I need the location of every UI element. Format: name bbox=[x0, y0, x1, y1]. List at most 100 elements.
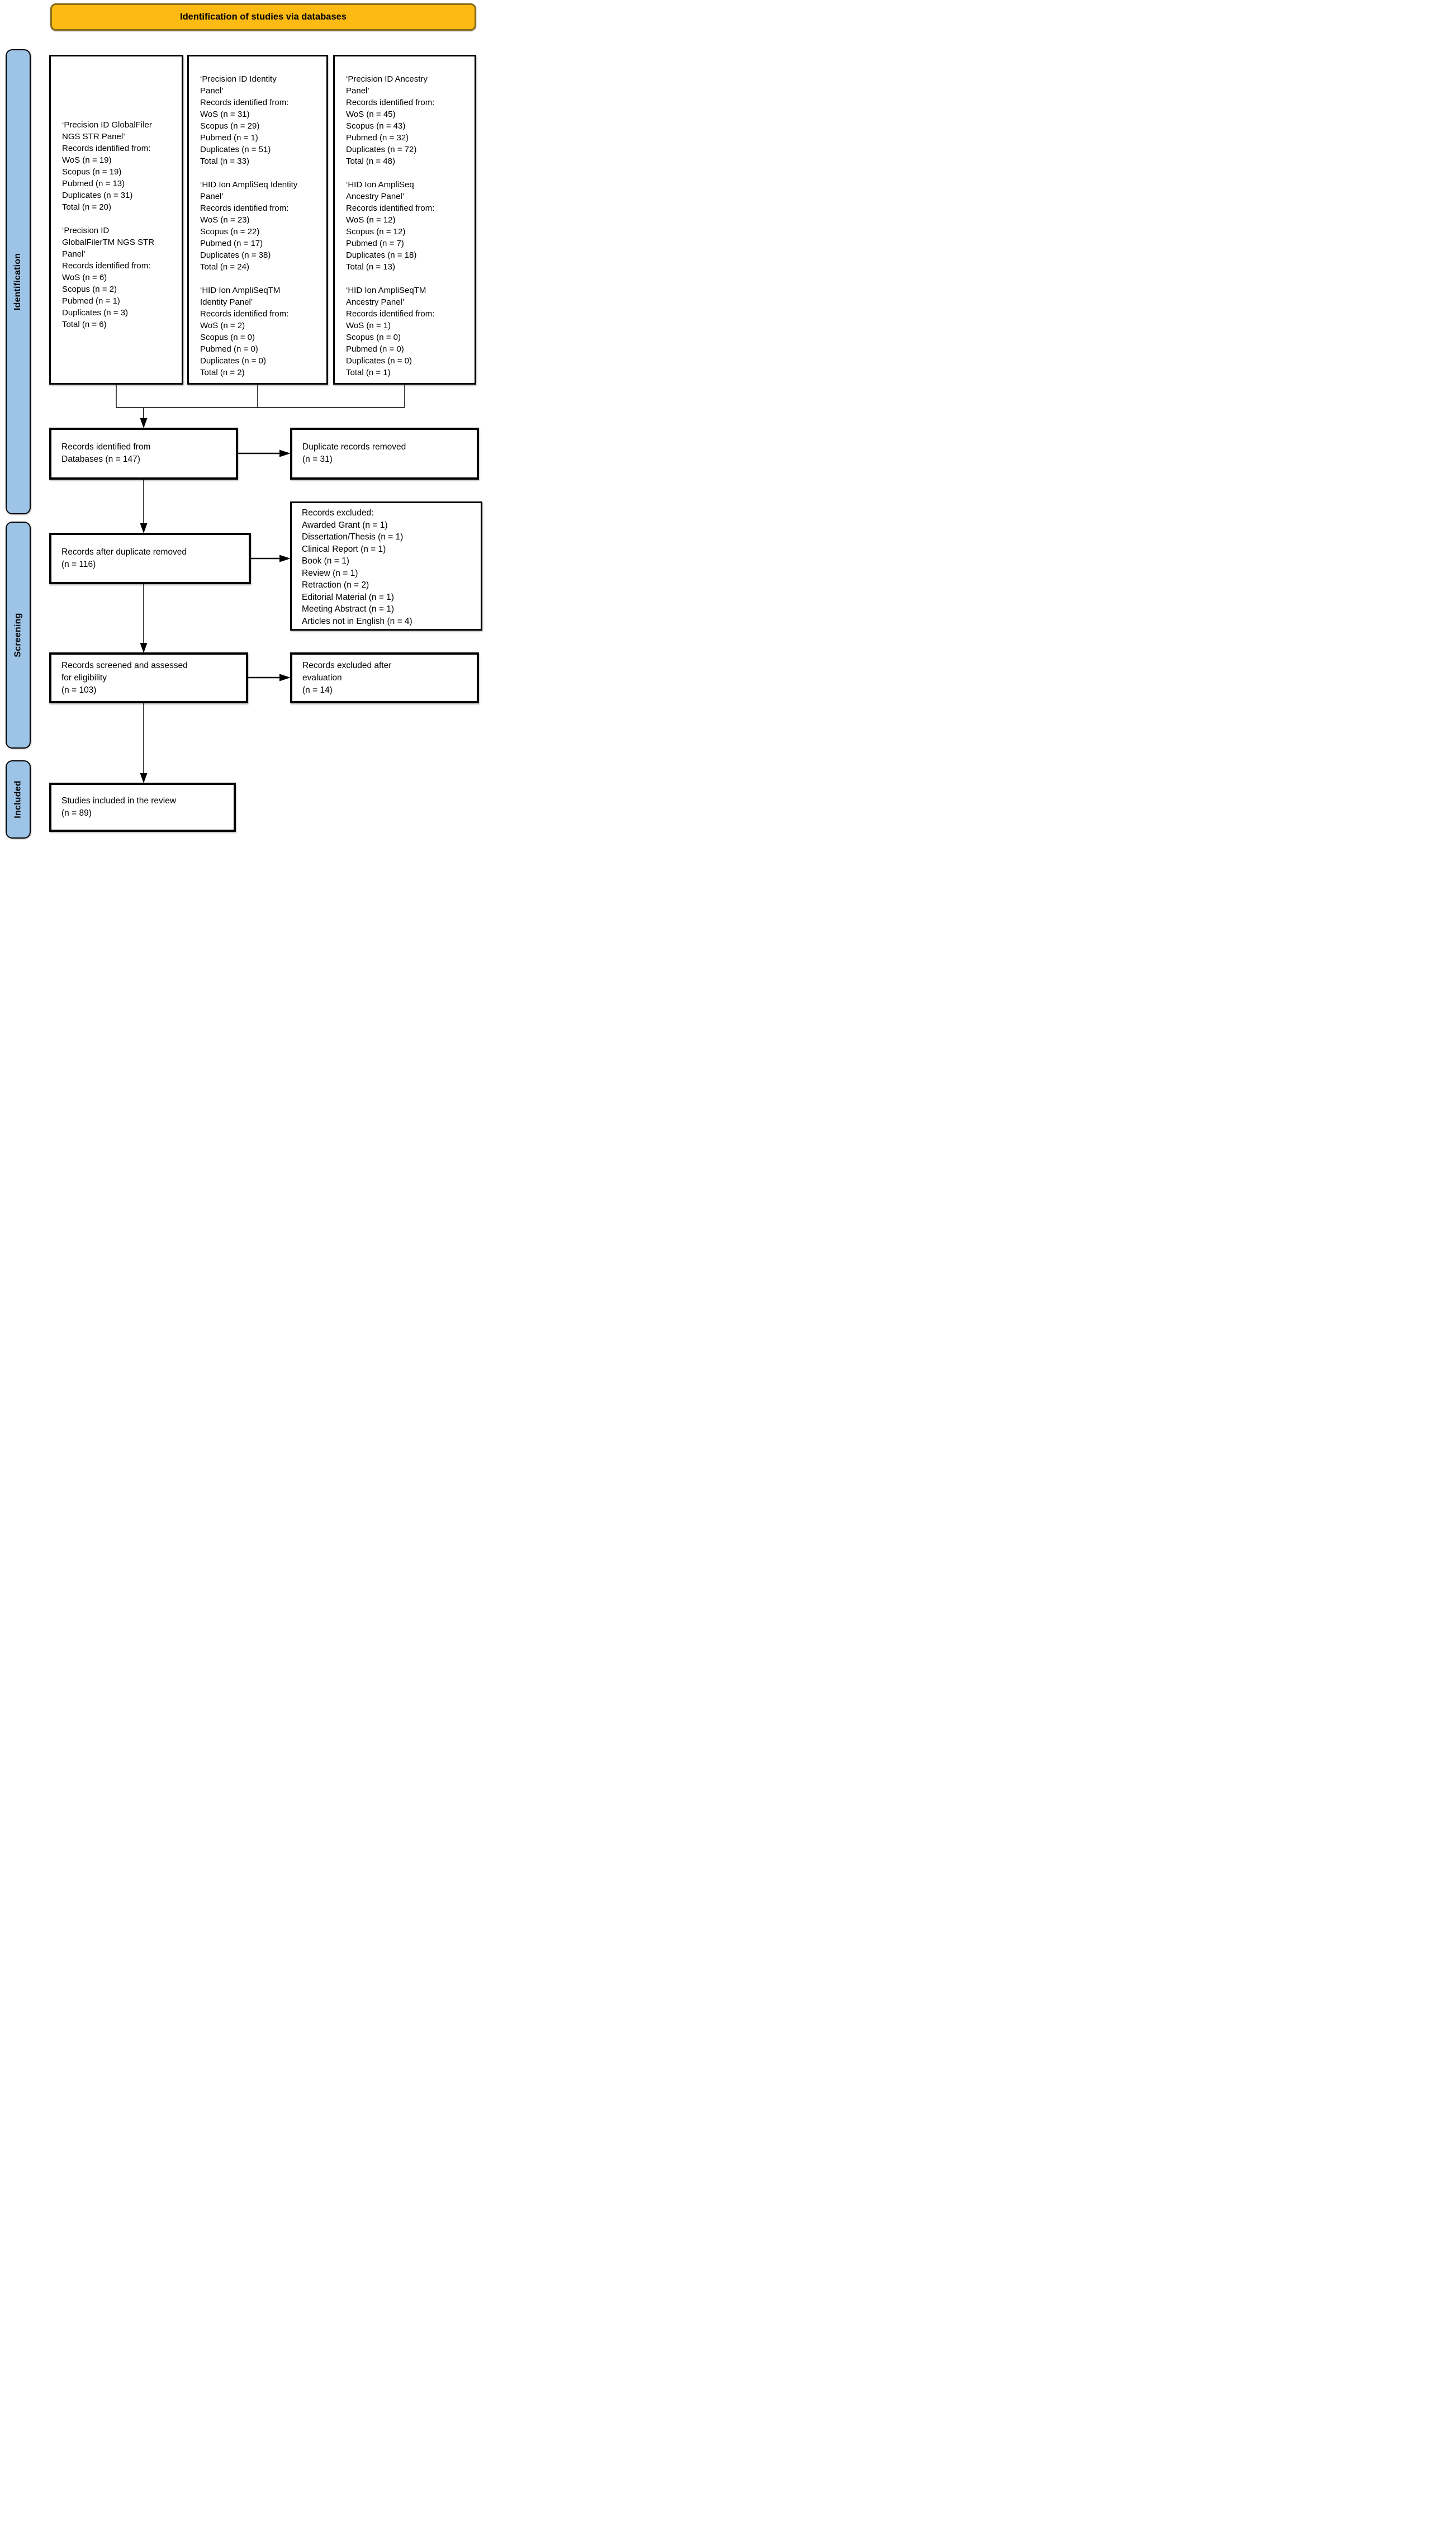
text-line bbox=[62, 213, 179, 225]
text-line: Book (n = 1) bbox=[302, 556, 349, 566]
text-line: ‘Precision ID GlobalFiler bbox=[62, 120, 152, 130]
text-line: ‘HID Ion AmpliSeqTM bbox=[346, 286, 426, 295]
text-line: WoS (n = 19) bbox=[62, 155, 112, 165]
text-line: Records identified from: bbox=[62, 144, 151, 153]
text-line: Records excluded after bbox=[302, 661, 392, 670]
text-line: Scopus (n = 12) bbox=[346, 227, 406, 236]
text-line: Records identified from bbox=[61, 442, 151, 452]
arrowhead-to-duplicate-removed bbox=[279, 449, 291, 457]
arrowhead-to-records-identified bbox=[140, 418, 148, 428]
text-line: Scopus (n = 19) bbox=[62, 167, 122, 177]
text-line: Retraction (n = 2) bbox=[302, 580, 369, 590]
text-line: WoS (n = 31) bbox=[200, 110, 250, 119]
text-line: ‘Precision ID bbox=[62, 226, 110, 235]
text-line: (n = 89) bbox=[61, 808, 92, 818]
text-line: Pubmed (n = 1) bbox=[200, 133, 258, 143]
records-screened-box: Records screened and assessed for eligibi… bbox=[49, 652, 248, 703]
text-line: Pubmed (n = 1) bbox=[62, 296, 120, 306]
text-line: ‘HID Ion AmpliSeq bbox=[346, 180, 414, 190]
text-line: Records after duplicate removed bbox=[61, 547, 187, 557]
records-excluded-text: Records excluded:Awarded Grant (n = 1)Di… bbox=[292, 503, 481, 627]
text-line: Clinical Report (n = 1) bbox=[302, 544, 386, 554]
text-line: Duplicates (n = 51) bbox=[200, 145, 271, 154]
stage-label-screening: Screening bbox=[13, 613, 23, 657]
text-line: Duplicates (n = 31) bbox=[62, 191, 133, 200]
text-line: ‘Precision ID Ancestry bbox=[346, 74, 428, 84]
text-line: Records identified from: bbox=[346, 203, 435, 213]
text-line bbox=[346, 273, 472, 285]
text-line: (n = 31) bbox=[302, 455, 333, 464]
records-after-duplicate-removed-box: Records after duplicate removed (n = 116) bbox=[49, 533, 251, 584]
text-line: Duplicates (n = 3) bbox=[62, 308, 128, 318]
text-line: Total (n = 20) bbox=[62, 202, 111, 212]
text-line: Total (n = 6) bbox=[62, 320, 107, 329]
text-line: Scopus (n = 22) bbox=[200, 227, 260, 236]
text-line: Records excluded: bbox=[302, 508, 374, 518]
text-line: (n = 14) bbox=[302, 685, 333, 695]
text-line: Scopus (n = 29) bbox=[200, 121, 260, 131]
text-line: Panel’ bbox=[62, 249, 86, 259]
text-line: Identity Panel’ bbox=[200, 297, 253, 307]
studies-included-box: Studies included in the review(n = 89) bbox=[49, 783, 236, 832]
text-line: Records identified from: bbox=[200, 98, 289, 107]
text-line: Duplicate records removed bbox=[302, 442, 406, 452]
text-line: GlobalFilerTM NGS STR bbox=[62, 238, 155, 247]
text-line: WoS (n = 45) bbox=[346, 110, 396, 119]
arrowhead-to-records-excluded bbox=[279, 555, 291, 562]
text-line: (n = 116) bbox=[61, 560, 96, 569]
arrowhead-to-studies-included bbox=[140, 773, 148, 783]
text-line: Total (n = 24) bbox=[200, 262, 249, 272]
text-line: for eligibility bbox=[61, 673, 107, 683]
text-line: Pubmed (n = 13) bbox=[62, 179, 125, 188]
text-line: Panel’ bbox=[200, 192, 224, 201]
text-line: Pubmed (n = 17) bbox=[200, 239, 263, 248]
text-line: Duplicates (n = 72) bbox=[346, 145, 417, 154]
text-line: Review (n = 1) bbox=[302, 568, 358, 578]
duplicate-records-removed-box: Duplicate records removed (n = 31) bbox=[290, 428, 479, 480]
text-line: Total (n = 13) bbox=[346, 262, 395, 272]
text-line: Ancestry Panel’ bbox=[346, 297, 405, 307]
text-line bbox=[200, 167, 324, 179]
text-line: Pubmed (n = 7) bbox=[346, 239, 404, 248]
studies-included-text: Studies included in the review(n = 89) bbox=[51, 785, 234, 820]
text-line: WoS (n = 6) bbox=[62, 273, 107, 282]
diagram-title-banner: Identification of studies via databases bbox=[50, 3, 476, 31]
arrowhead-to-after-duplicate bbox=[140, 523, 148, 533]
records-screened-text: Records screened and assessed for eligibi… bbox=[51, 655, 246, 697]
text-line: Records identified from: bbox=[200, 309, 289, 319]
text-line: WoS (n = 23) bbox=[200, 215, 250, 225]
arrowhead-to-excluded-after-evaluation bbox=[279, 674, 291, 681]
text-line: Awarded Grant (n = 1) bbox=[302, 520, 388, 530]
text-line: Panel’ bbox=[346, 86, 369, 96]
arrowhead-to-screened bbox=[140, 643, 148, 653]
stage-bar-identification: Identification bbox=[6, 49, 31, 514]
text-line: Meeting Abstract (n = 1) bbox=[302, 604, 394, 614]
text-line: Records identified from: bbox=[62, 261, 151, 271]
stage-bar-screening: Screening bbox=[6, 522, 31, 749]
text-line: Records identified from: bbox=[200, 203, 289, 213]
text-line: WoS (n = 12) bbox=[346, 215, 396, 225]
text-line: Duplicates (n = 18) bbox=[346, 250, 417, 260]
text-line: Records screened and assessed bbox=[61, 661, 188, 670]
text-line: Scopus (n = 43) bbox=[346, 121, 406, 131]
text-line: ‘HID Ion AmpliSeq Identity bbox=[200, 180, 298, 190]
text-line: Total (n = 1) bbox=[346, 368, 391, 377]
text-line: Total (n = 2) bbox=[200, 368, 245, 377]
text-line: Databases (n = 147) bbox=[61, 455, 140, 464]
text-line: Panel’ bbox=[200, 86, 224, 96]
stage-bar-included: Included bbox=[6, 760, 31, 839]
text-line: Pubmed (n = 0) bbox=[346, 344, 404, 354]
text-line: ‘HID Ion AmpliSeqTM bbox=[200, 286, 281, 295]
text-line: Scopus (n = 0) bbox=[200, 333, 255, 342]
text-line bbox=[200, 273, 324, 285]
text-line bbox=[346, 167, 472, 179]
text-line: (n = 103) bbox=[61, 685, 97, 695]
text-line: evaluation bbox=[302, 673, 342, 683]
text-line: Total (n = 33) bbox=[200, 157, 249, 166]
